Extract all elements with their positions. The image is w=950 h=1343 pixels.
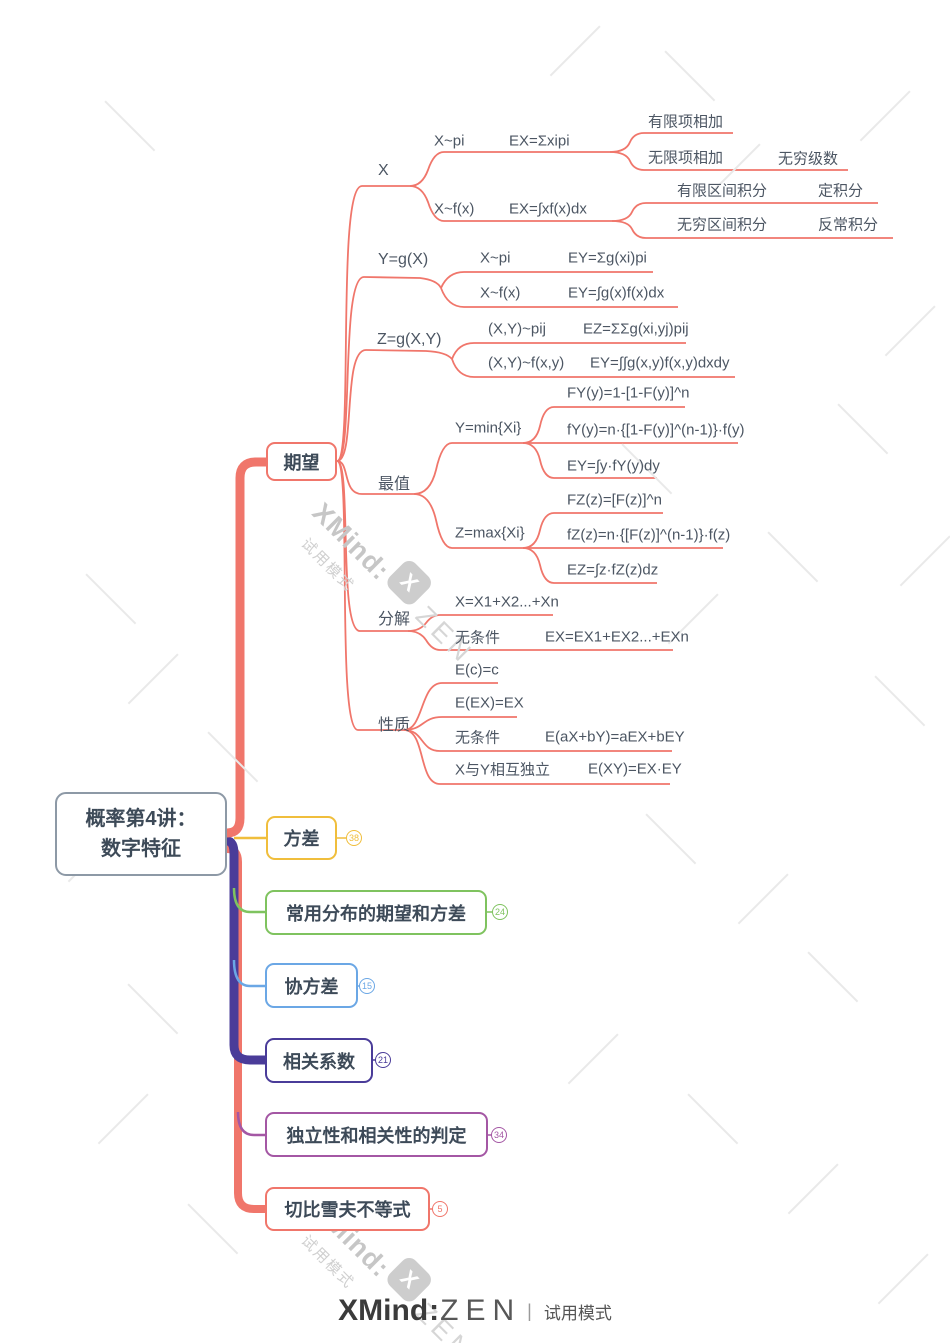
topic-common-distributions[interactable]: 常用分布的期望和方差 — [265, 890, 487, 935]
node-fy-pdf[interactable]: fY(y)=n·{[1-F(y)]^(n-1)}·f(y) — [567, 421, 745, 439]
node-ey-min[interactable]: EY=∫y·fY(y)dy — [567, 457, 660, 475]
node-finite-sum[interactable]: 有限项相加 — [648, 113, 724, 131]
badge-variance-count[interactable]: 38 — [346, 830, 362, 846]
node-extremes[interactable]: 最值 — [378, 476, 411, 493]
footer-trial-mode-text: 试用模式 — [543, 1303, 612, 1323]
topic-expectation[interactable]: 期望 — [266, 442, 337, 481]
node-ey-sum[interactable]: EY=Σg(xi)pi — [568, 249, 647, 267]
node-y-min[interactable]: Y=min{Xi} — [455, 419, 522, 437]
root-title-line2: 数字特征 — [101, 838, 181, 860]
footer-zen-text: ZEN — [440, 1294, 522, 1327]
topic-correlation[interactable]: 相关系数 — [265, 1038, 373, 1083]
node-improper-integral[interactable]: 反常积分 — [818, 216, 879, 234]
topic-variance[interactable]: 方差 — [266, 816, 337, 860]
node-ex-integral[interactable]: EX=∫xf(x)dx — [509, 200, 587, 218]
topic-chebyshev[interactable]: 切比雪夫不等式 — [265, 1187, 430, 1231]
node-ex-sum[interactable]: EX=Σxipi — [509, 132, 570, 150]
node-no-condition-1[interactable]: 无条件 — [455, 629, 501, 647]
node-xy-f[interactable]: (X,Y)~f(x,y) — [488, 354, 565, 372]
node-infinite-sum[interactable]: 无限项相加 — [648, 149, 724, 167]
node-finite-interval[interactable]: 有限区间积分 — [677, 182, 768, 200]
topic-independence-judgement[interactable]: 独立性和相关性的判定 — [265, 1112, 488, 1157]
node-z-gxy[interactable]: Z=g(X,Y) — [377, 331, 442, 348]
node-x-pi[interactable]: X~pi — [434, 132, 465, 150]
node-infinite-series[interactable]: 无穷级数 — [778, 150, 839, 168]
node-ez-sum[interactable]: EZ=ΣΣg(xi,yj)pij — [583, 320, 689, 338]
footer-divider: | — [527, 1300, 532, 1321]
node-fz-cdf[interactable]: FZ(z)=[F(z)]^n — [567, 491, 662, 509]
node-e-linear[interactable]: E(aX+bY)=aEX+bEY — [545, 728, 685, 746]
footer-xmind-text: XMind — [338, 1294, 429, 1327]
node-ey-integral[interactable]: EY=∫g(x)f(x)dx — [568, 284, 665, 302]
node-definite-integral[interactable]: 定积分 — [818, 182, 864, 200]
node-fy-cdf[interactable]: FY(y)=1-[1-F(y)]^n — [567, 384, 690, 402]
node-decompose[interactable]: 分解 — [378, 611, 411, 628]
node-y-pi[interactable]: X~pi — [480, 249, 511, 267]
footer-brand: XMind : ZEN | 试用模式 — [0, 1294, 950, 1328]
badge-judgement-count[interactable]: 34 — [491, 1127, 507, 1143]
node-x[interactable]: X — [378, 162, 389, 179]
node-no-condition-2[interactable]: 无条件 — [455, 729, 501, 747]
node-y-gx[interactable]: Y=g(X) — [378, 251, 429, 268]
badge-common-count[interactable]: 24 — [492, 904, 508, 920]
root-title-line1: 概率第4讲： — [85, 808, 197, 830]
node-e-product[interactable]: E(XY)=EX·EY — [588, 760, 682, 778]
node-ez-max[interactable]: EZ=∫z·fZ(z)dz — [567, 561, 659, 579]
node-ey-double-integral[interactable]: EY=∫∫g(x,y)f(x,y)dxdy — [590, 354, 730, 372]
node-infinite-interval[interactable]: 无穷区间积分 — [677, 216, 768, 234]
root-topic[interactable]: 概率第4讲： 数字特征 — [55, 792, 227, 876]
badge-covariance-count[interactable]: 15 — [359, 978, 375, 994]
node-fz-pdf[interactable]: fZ(z)=n·{[F(z)]^(n-1)}·f(z) — [567, 526, 731, 544]
node-x-f[interactable]: X~f(x) — [434, 200, 475, 218]
footer-colon: : — [429, 1294, 440, 1327]
topic-covariance[interactable]: 协方差 — [265, 963, 358, 1008]
node-e-ex[interactable]: E(EX)=EX — [455, 694, 524, 712]
node-ex-sum-decompose[interactable]: EX=EX1+EX2...+EXn — [545, 628, 689, 646]
badge-chebyshev-count[interactable]: 5 — [432, 1201, 448, 1217]
node-x-sum[interactable]: X=X1+X2...+Xn — [455, 593, 559, 611]
node-e-constant[interactable]: E(c)=c — [455, 661, 499, 679]
node-xy-independent[interactable]: X与Y相互独立 — [455, 761, 551, 779]
badge-correlation-count[interactable]: 21 — [375, 1052, 391, 1068]
node-properties[interactable]: 性质 — [378, 717, 411, 734]
trial-watermark: XMind: X ZEN 试用模式 — [287, 495, 482, 690]
node-xy-pij[interactable]: (X,Y)~pij — [488, 320, 546, 338]
node-z-max[interactable]: Z=max{Xi} — [455, 524, 525, 542]
node-y-f[interactable]: X~f(x) — [480, 284, 521, 302]
